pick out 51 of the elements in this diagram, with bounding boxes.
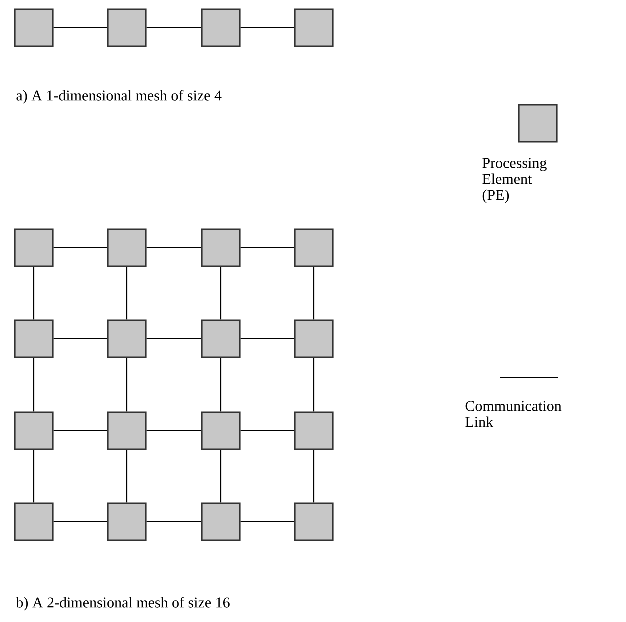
processing-element bbox=[107, 8, 147, 48]
communication-link bbox=[220, 450, 222, 503]
legend-text: Processing Element (PE) bbox=[482, 158, 547, 204]
communication-link bbox=[240, 338, 294, 340]
communication-link bbox=[240, 430, 294, 432]
processing-element bbox=[14, 320, 54, 358]
communication-link bbox=[33, 450, 35, 503]
communication-link bbox=[146, 338, 202, 340]
communication-link bbox=[54, 338, 108, 340]
legend-text: Communication Link bbox=[466, 401, 562, 428]
processing-element bbox=[201, 8, 241, 48]
communication-link bbox=[54, 521, 108, 523]
communication-link bbox=[146, 430, 202, 432]
processing-element bbox=[14, 8, 54, 48]
communication-link bbox=[33, 267, 35, 320]
processing-element bbox=[14, 502, 54, 542]
processing-element bbox=[294, 8, 334, 48]
communication-link bbox=[146, 27, 202, 29]
processing-element bbox=[107, 320, 147, 358]
communication-link bbox=[220, 358, 222, 412]
communication-link bbox=[313, 267, 315, 320]
processing-element bbox=[107, 228, 147, 268]
communication-link bbox=[146, 247, 202, 249]
communication-link bbox=[54, 27, 108, 29]
processing-element bbox=[294, 502, 334, 542]
processing-element bbox=[201, 502, 241, 542]
processing-element bbox=[201, 412, 241, 450]
processing-element bbox=[294, 228, 334, 268]
processing-element bbox=[14, 228, 54, 268]
communication-link bbox=[313, 450, 315, 503]
communication-link bbox=[54, 247, 108, 249]
processing-element bbox=[201, 320, 241, 358]
processing-element bbox=[294, 320, 334, 358]
communication-link bbox=[313, 358, 315, 412]
communication-link bbox=[240, 27, 294, 29]
processing-element bbox=[107, 502, 147, 542]
communication-link bbox=[146, 521, 202, 523]
communication-link bbox=[126, 358, 128, 412]
caption: a) A 1-dimensional mesh of size 4 bbox=[16, 90, 222, 104]
communication-link bbox=[240, 521, 294, 523]
communication-link bbox=[126, 267, 128, 320]
communication-link bbox=[126, 450, 128, 503]
processing-element bbox=[201, 228, 241, 268]
communication-link bbox=[240, 247, 294, 249]
processing-element bbox=[107, 412, 147, 450]
communication-link bbox=[33, 358, 35, 412]
processing-element bbox=[294, 412, 334, 450]
caption: b) A 2-dimensional mesh of size 16 bbox=[16, 597, 230, 611]
communication-link bbox=[54, 430, 108, 432]
processing-element bbox=[14, 412, 54, 450]
communication-link bbox=[220, 267, 222, 320]
